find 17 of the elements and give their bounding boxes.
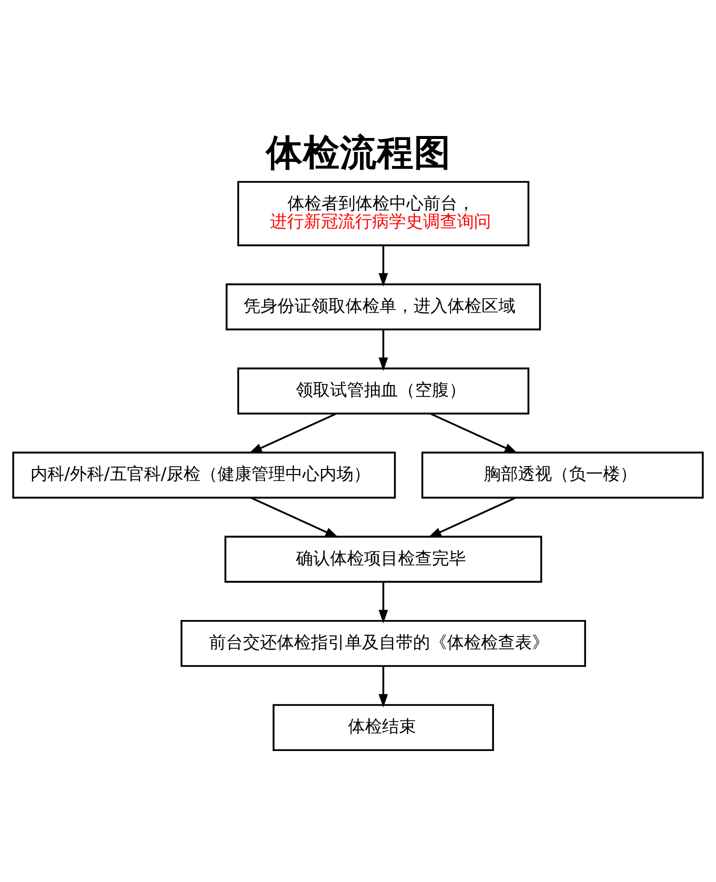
arrow [378, 330, 388, 371]
arrow [428, 497, 516, 538]
node-box: 确认体检项目检查完毕 [224, 536, 542, 583]
node-box: 胸部透视（负一楼） [421, 452, 704, 499]
arrow [430, 412, 518, 454]
arrow [378, 666, 388, 708]
node-box: 体检者到体检中心前台， 进行新冠流行病学史调查询问 [237, 180, 530, 246]
arrow [378, 582, 388, 624]
node-box: 凭身份证领取体检单，进入体检区域 [226, 283, 541, 330]
node-box: 领取试管抽血（空腹） [237, 368, 530, 414]
arrow [248, 412, 337, 454]
node-box: 前台交还体检指引单及自带的《体检检查表》 [180, 620, 586, 667]
node-box: 内科/外科/五官科/尿检（健康管理中心内场） [12, 452, 396, 499]
diagram-title: 体检流程图 [266, 130, 451, 174]
arrow [250, 497, 339, 538]
arrow [378, 246, 388, 287]
node-box: 体检结束 [272, 704, 494, 752]
